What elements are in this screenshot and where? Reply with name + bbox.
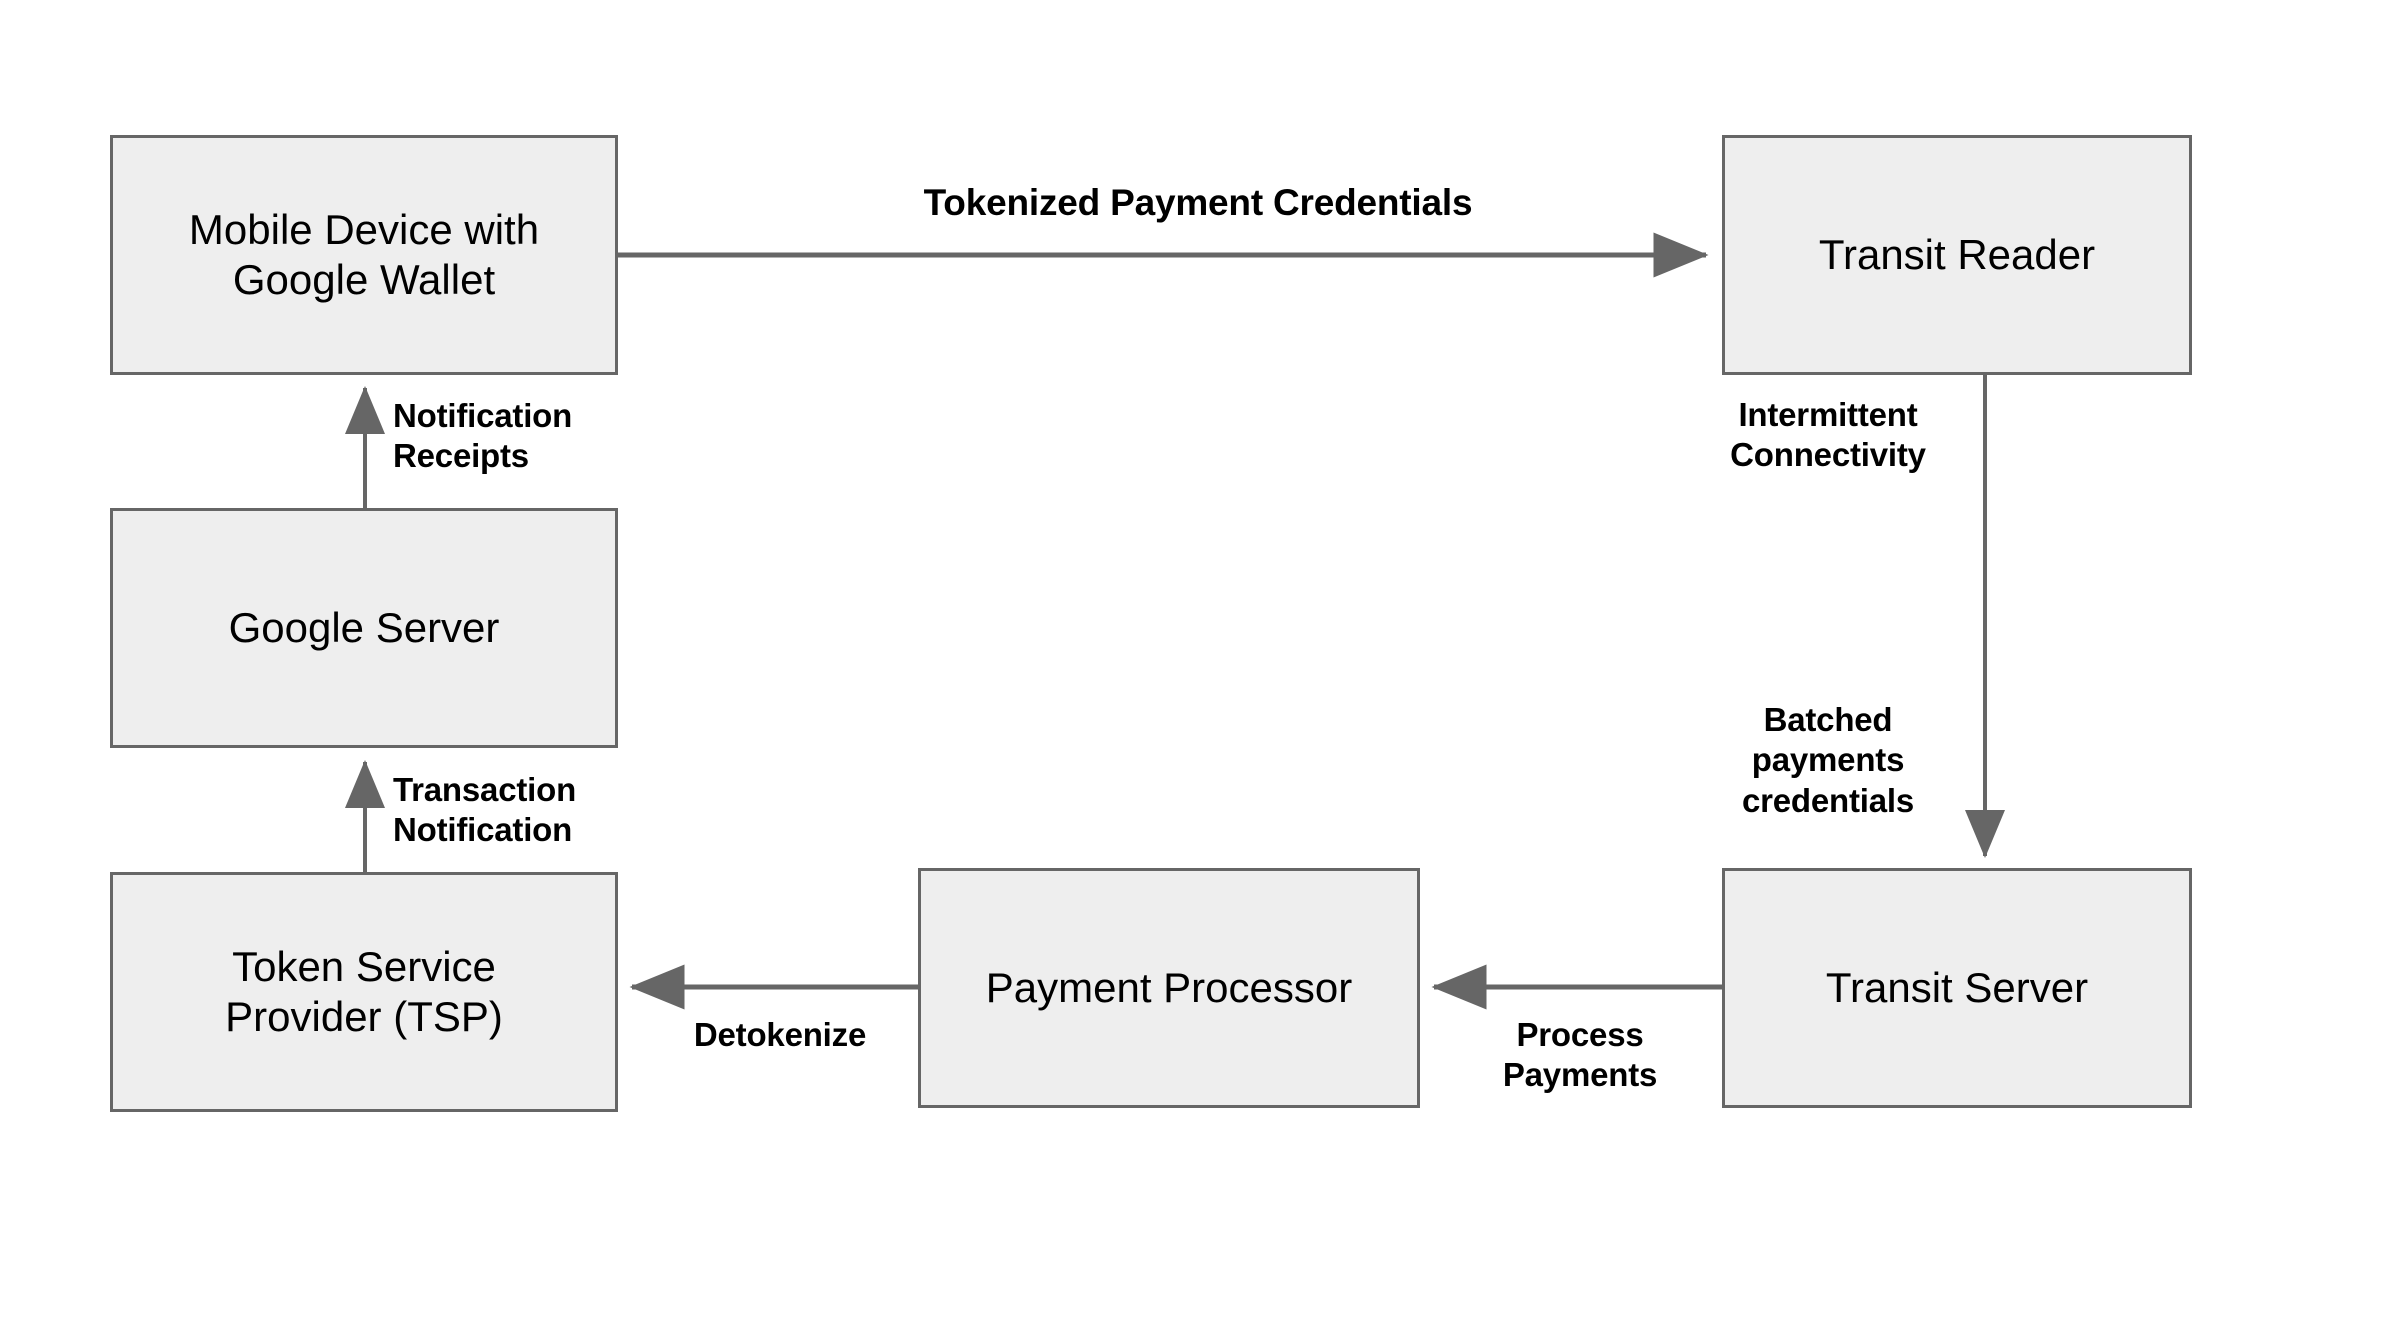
node-transit-server-label: Transit Server	[1825, 964, 2089, 1012]
node-google-server-label: Google Server	[228, 604, 500, 652]
edge-label-tokenized-payment-credentials: Tokenized Payment Credentials	[923, 182, 1473, 223]
node-token-service-provider[interactable]: Token Service Provider (TSP)	[110, 872, 618, 1112]
node-transit-server[interactable]: Transit Server	[1722, 868, 2192, 1108]
node-transit-reader[interactable]: Transit Reader	[1722, 135, 2192, 375]
node-payment-processor[interactable]: Payment Processor	[918, 868, 1420, 1108]
edge-label-transaction-notification: Transaction Notification	[393, 771, 577, 849]
edge-label-intermittent-connectivity: Intermittent Connectivity	[1730, 396, 1926, 474]
edge-label-detokenize: Detokenize	[693, 1016, 867, 1053]
edge-label-batched-payments-credentials: Batched payments credentials	[1741, 701, 1915, 819]
node-transit-reader-label: Transit Reader	[1818, 231, 2096, 279]
node-mobile-device[interactable]: Mobile Device with Google Wallet	[110, 135, 618, 375]
edge-label-process-payments: Process Payments	[1502, 1016, 1658, 1094]
node-google-server[interactable]: Google Server	[110, 508, 618, 748]
node-token-service-provider-label: Token Service Provider (TSP)	[225, 943, 503, 1040]
node-payment-processor-label: Payment Processor	[985, 964, 1353, 1012]
node-mobile-device-label: Mobile Device with Google Wallet	[188, 206, 540, 303]
edge-label-notification-receipts: Notification Receipts	[393, 397, 573, 475]
